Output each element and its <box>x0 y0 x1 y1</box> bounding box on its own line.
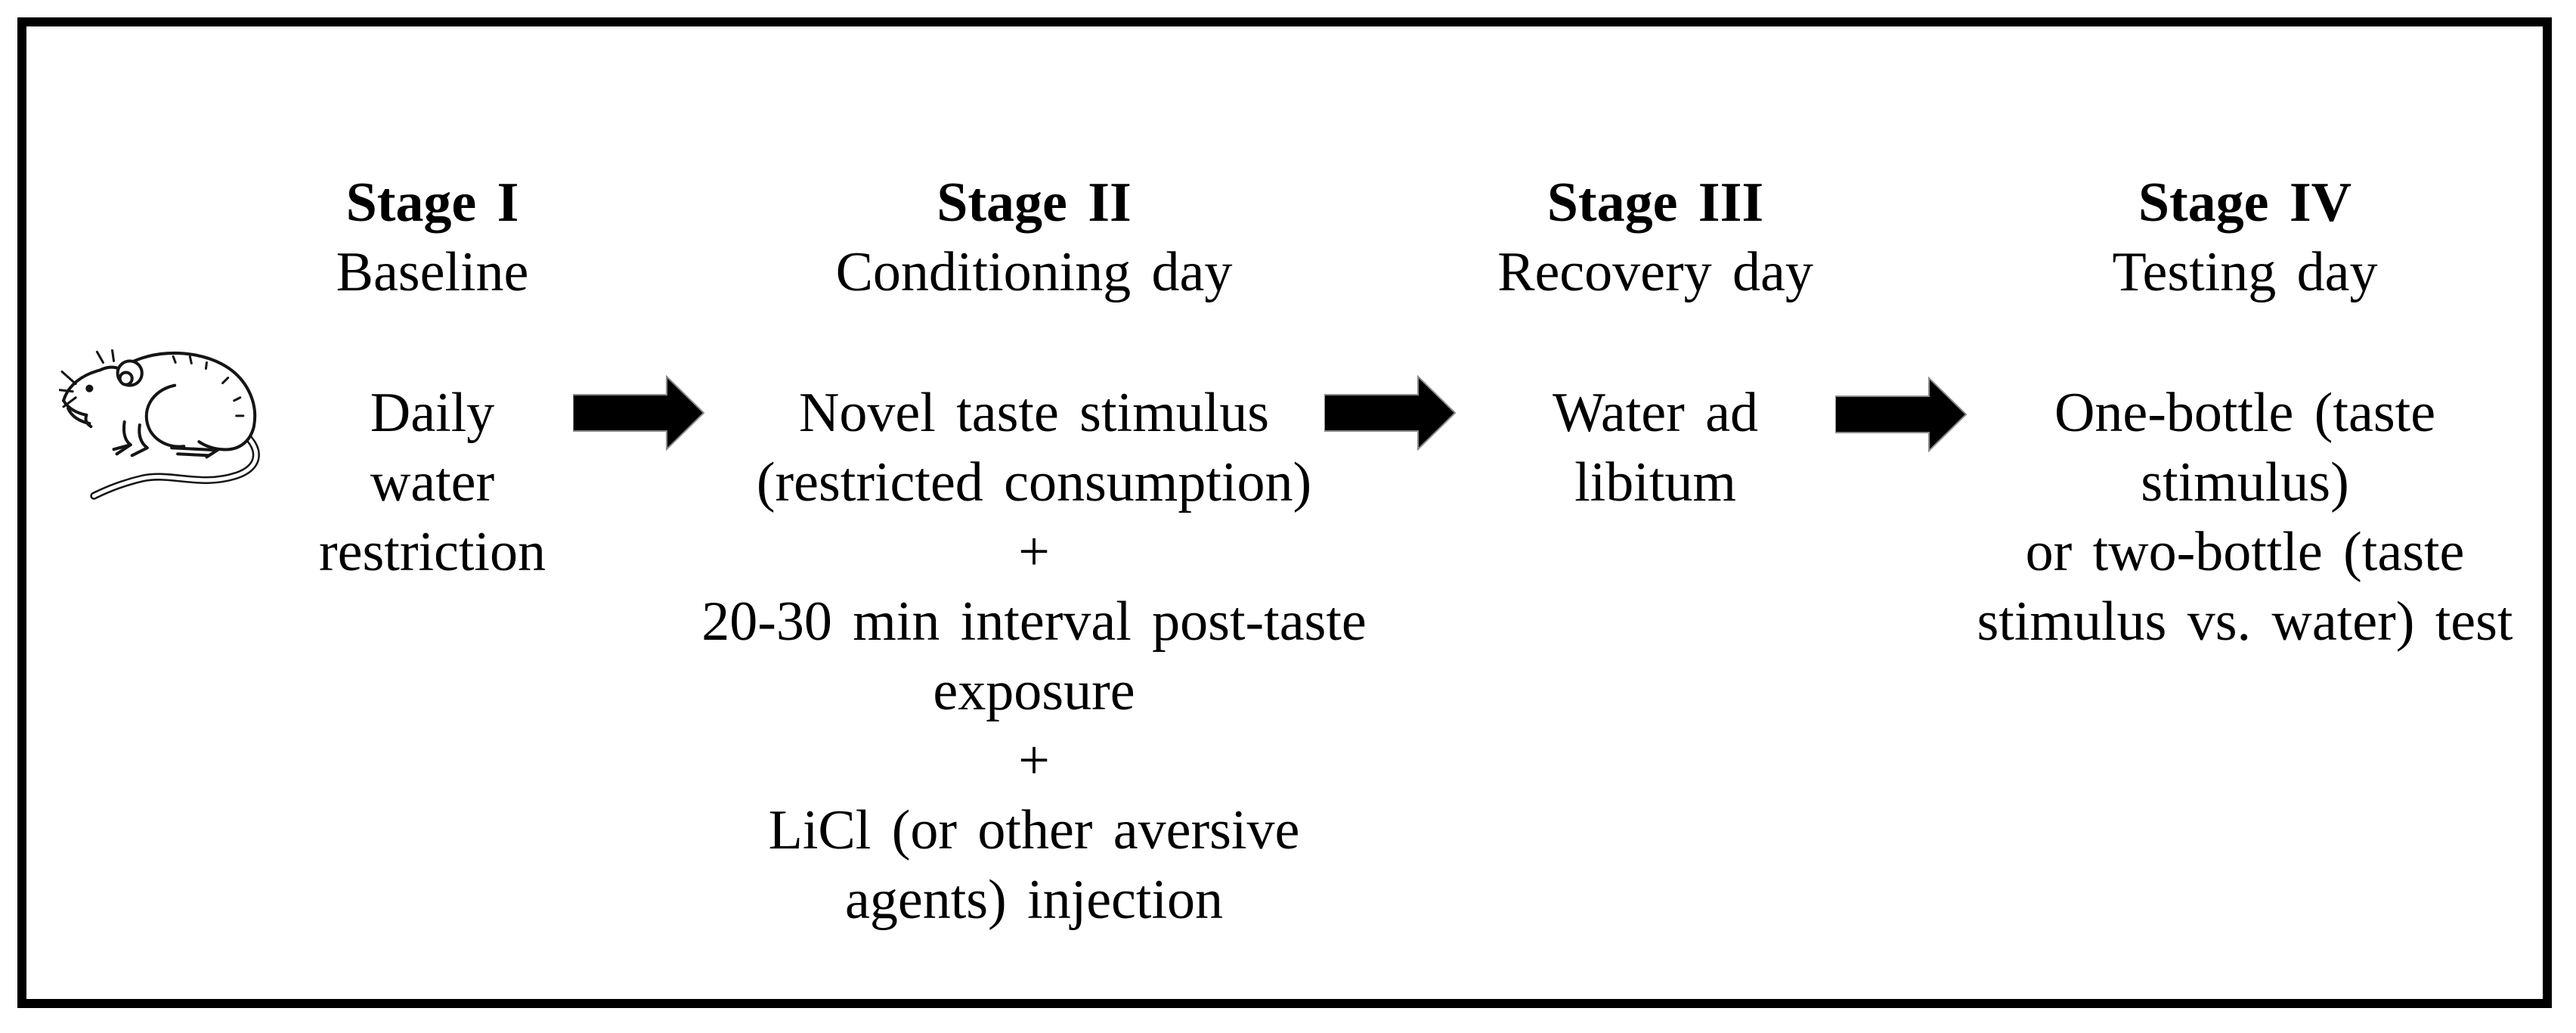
stage-2-column: Stage II Conditioning day Novel taste st… <box>671 168 1397 935</box>
right-arrow-icon <box>1834 376 1968 453</box>
stage-1-body: Daily water restriction <box>318 382 546 583</box>
right-arrow-icon <box>572 374 705 451</box>
right-arrow-icon <box>1324 374 1457 451</box>
stage-4-title: Stage IV <box>2138 172 2352 234</box>
stage-1-title: Stage I <box>345 172 519 234</box>
stage-3-title: Stage III <box>1547 172 1764 234</box>
figure-border <box>17 17 2552 1008</box>
stage-2-subtitle: Conditioning day <box>835 241 1233 303</box>
stage-4-body: One-bottle (taste stimulus) or two-bottl… <box>1977 382 2513 653</box>
stage-2-title: Stage II <box>937 172 1132 234</box>
stage-3-subtitle: Recovery day <box>1497 241 1813 303</box>
stage-3-column: Stage III Recovery day Water ad libitum <box>1466 168 1844 517</box>
stage-1-column: Stage I Baseline Daily water restriction <box>243 168 621 587</box>
stage-2-body: Novel taste stimulus (restricted consump… <box>701 382 1367 931</box>
stage-4-subtitle: Testing day <box>2112 241 2378 303</box>
stage-3-body: Water ad libitum <box>1552 382 1759 513</box>
stage-4-column: Stage IV Testing day One-bottle (taste s… <box>1950 168 2540 656</box>
rat-icon <box>57 340 265 510</box>
stage-1-subtitle: Baseline <box>336 241 529 303</box>
